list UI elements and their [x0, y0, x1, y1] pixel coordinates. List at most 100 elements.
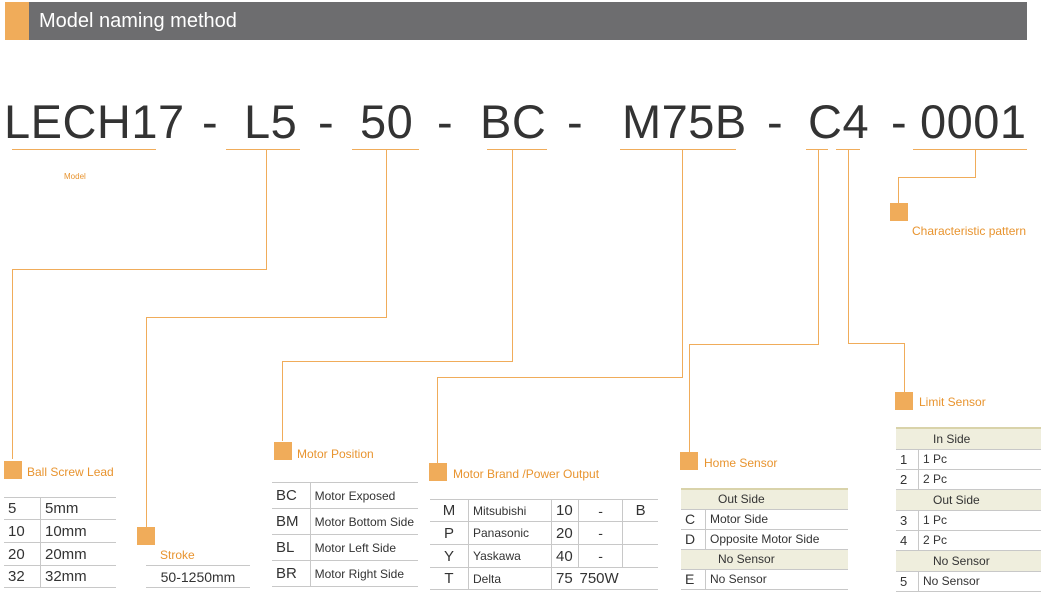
cell-desc: 2 Pc	[918, 468, 1041, 490]
connector	[146, 317, 147, 527]
cell-value: 20mm	[40, 542, 116, 566]
section-header: Model naming method	[5, 2, 1027, 40]
cell-desc: 2 Pc	[918, 529, 1041, 551]
cell-code: 20	[4, 542, 41, 566]
cell-code: 3	[896, 509, 919, 531]
connector	[282, 361, 283, 441]
table-row: In Side	[896, 427, 1041, 450]
connector	[146, 317, 387, 318]
cell-name: Panasonic	[468, 521, 552, 545]
table-row: Y Yaskawa 40 -	[430, 544, 658, 568]
cell-value: 10mm	[40, 519, 116, 543]
connector	[12, 269, 13, 459]
cell-brake	[622, 544, 658, 568]
cell-code: T	[430, 567, 469, 590]
connector	[975, 150, 976, 178]
cell-code: E	[681, 568, 706, 590]
underline-motor	[620, 149, 736, 150]
table-row: 50-1250mm	[146, 565, 250, 588]
marker-square	[4, 461, 22, 479]
underline-limit	[836, 149, 860, 150]
cell-code: D	[681, 528, 706, 550]
cell-desc: No Sensor	[918, 570, 1041, 592]
cell-name: Delta	[468, 567, 552, 590]
code-dash: -	[437, 95, 454, 148]
table-row: T Delta 75 750W	[430, 567, 658, 590]
cell-group-header: No Sensor	[896, 549, 1041, 572]
marker-square	[890, 203, 908, 221]
connector	[848, 150, 849, 344]
table-row: No Sensor	[896, 549, 1041, 572]
cell-group-header: Out Side	[681, 488, 848, 510]
label-model: Model	[64, 172, 86, 181]
cell-code: 2	[896, 468, 919, 490]
cell-brake: B	[622, 499, 658, 522]
cell-name: Yaskawa	[468, 544, 552, 568]
section-title: Model naming method	[39, 10, 237, 32]
table-row: Out Side	[896, 488, 1041, 511]
label-home-sensor: Home Sensor	[704, 456, 778, 470]
cell-power: 75	[551, 567, 579, 590]
label-ball-screw-lead: Ball Screw Lead	[27, 465, 114, 479]
label-limit-sensor: Limit Sensor	[919, 395, 986, 409]
connector	[386, 150, 387, 318]
connector	[818, 150, 819, 344]
underline-position	[487, 149, 547, 150]
label-characteristic: Characteristic pattern	[912, 224, 1027, 238]
cell-code: C	[681, 508, 706, 530]
cell-code: M	[430, 499, 469, 522]
marker-square	[429, 463, 447, 481]
connector	[437, 377, 438, 463]
cell-group-header: No Sensor	[681, 548, 848, 570]
code-pattern: 0001	[920, 95, 1027, 148]
cell-dash: -	[578, 521, 624, 545]
code-lead: L5	[244, 95, 298, 148]
cell-value: 5mm	[40, 497, 116, 520]
cell-brake	[622, 521, 658, 545]
cell-desc: Motor Side	[705, 508, 848, 530]
underline-pattern	[913, 149, 1027, 150]
cell-code: BL	[272, 534, 311, 561]
stroke-table: 50-1250mm	[146, 565, 250, 588]
cell-power: 40	[551, 544, 579, 568]
cell-group-header: In Side	[896, 427, 1041, 450]
label-stroke: Stroke	[160, 548, 195, 562]
cell-stroke-range: 50-1250mm	[146, 565, 250, 588]
label-motor-brand: Motor Brand /Power Output	[453, 467, 600, 481]
cell-code: 5	[4, 497, 41, 520]
connector	[898, 177, 899, 203]
cell-group-header: Out Side	[896, 488, 1041, 511]
cell-code: Y	[430, 544, 469, 568]
cell-code: 10	[4, 519, 41, 543]
code-dash: -	[202, 95, 219, 148]
underline-stroke	[352, 149, 419, 150]
code-dash: -	[318, 95, 335, 148]
cell-code: BR	[272, 560, 311, 587]
connector	[512, 150, 513, 362]
cell-name: Mitsubishi	[468, 499, 552, 522]
label-motor-position: Motor Position	[297, 447, 374, 461]
code-sensor: C4	[808, 95, 870, 148]
connector	[282, 361, 513, 362]
cell-code: 32	[4, 565, 41, 588]
cell-desc: Opposite Motor Side	[705, 528, 848, 550]
code-motor: M75B	[622, 95, 747, 148]
table-row: No Sensor	[681, 548, 848, 570]
connector	[689, 344, 819, 345]
cell-power: 10	[551, 499, 579, 522]
connector	[689, 344, 690, 452]
marker-square	[895, 392, 913, 410]
underline-lead	[226, 149, 300, 150]
